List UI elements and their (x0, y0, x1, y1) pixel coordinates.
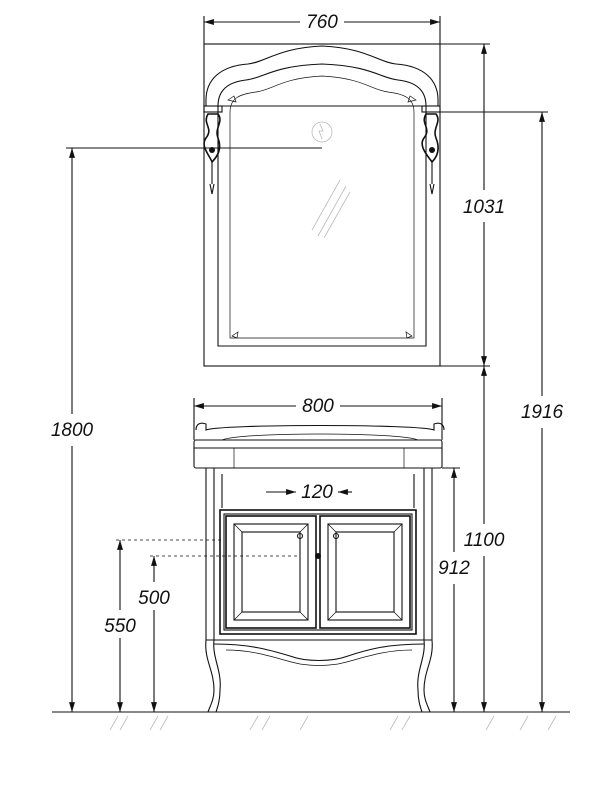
dim-label-basin-height: 912 (438, 558, 470, 579)
dim-label-mirror-width: 760 (306, 12, 338, 33)
dim-cabinet-height: 1100 (442, 365, 505, 712)
dim-label-drawer-gap: 120 (301, 482, 333, 503)
dim-mount-height: 1800 (51, 147, 322, 712)
dim-total-height: 1916 (440, 111, 564, 712)
dim-label-mount-height: 1800 (51, 420, 94, 441)
dim-label-total-height: 1916 (521, 402, 564, 423)
dim-mirror-width: 760 (203, 12, 441, 44)
dim-label-cabinet-height: 1100 (464, 530, 505, 551)
dim-label-cabinet-width: 800 (302, 396, 334, 417)
dim-drawer-gap: 120 (266, 482, 352, 503)
mirror (203, 43, 441, 367)
dim-label-pipe-height-a: 500 (138, 588, 170, 609)
dim-pipe-height-b: 550 (104, 539, 224, 712)
vanity-cabinet (193, 422, 445, 713)
dim-basin-height: 912 (438, 467, 470, 712)
dim-cabinet-width: 800 (193, 396, 443, 440)
dim-label-mirror-height: 1031 (463, 197, 505, 218)
door-handle-icon (315, 553, 321, 559)
floor-line (52, 711, 570, 731)
right-sconce-icon (421, 105, 441, 195)
dim-mirror-height: 1031 (440, 43, 505, 367)
dim-pipe-height-a: 500 (138, 555, 300, 712)
dim-label-pipe-height-b: 550 (104, 616, 136, 637)
left-sconce-icon (203, 105, 223, 195)
left-door (225, 515, 317, 629)
right-door (319, 515, 411, 629)
